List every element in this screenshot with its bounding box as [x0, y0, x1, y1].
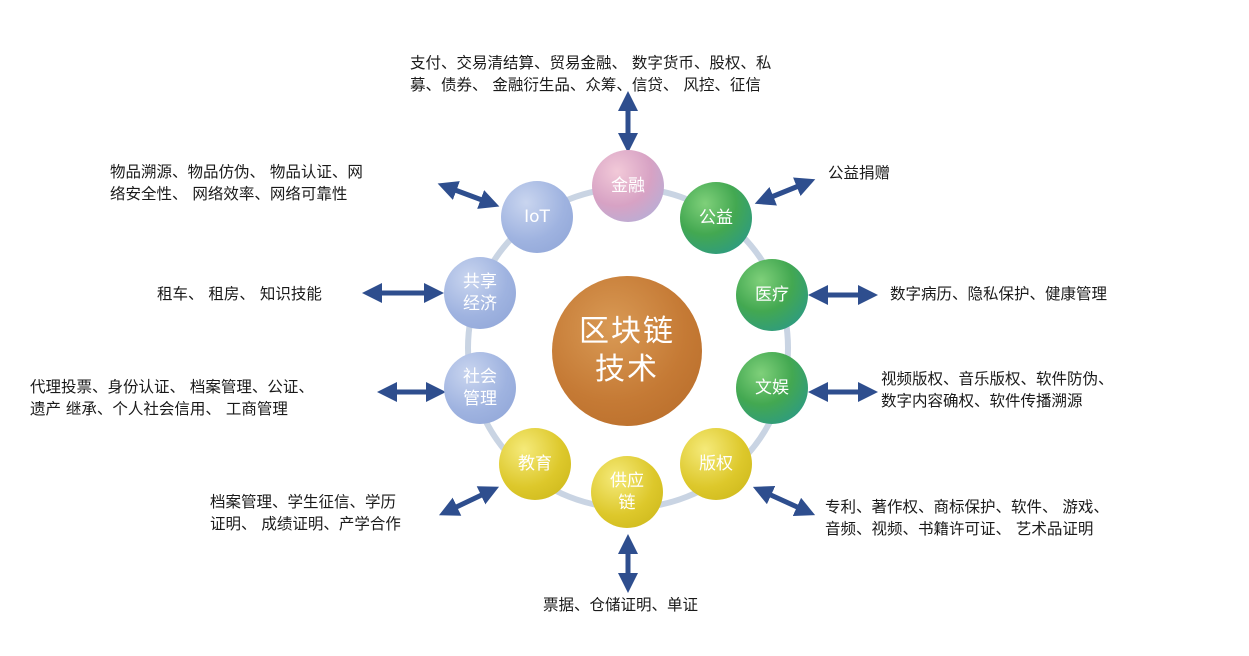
- arrow-copyright: [752, 486, 816, 516]
- desc-welfare: 公益捐赠: [828, 164, 891, 182]
- node-iot: IoT: [501, 181, 573, 253]
- desc-copyright: 专利、著作权、商标保护、软件、 游戏、 音频、视频、书籍许可证、 艺术品证明: [825, 498, 1109, 538]
- desc-culture: 视频版权、音乐版权、软件防伪、 数字内容确权、软件传播溯源: [881, 370, 1114, 410]
- desc-supply: 票据、仓储证明、单证: [543, 596, 699, 614]
- desc-finance: 支付、交易清结算、贸易金融、 数字货币、股权、私 募、债券、 金融衍生品、众筹、…: [410, 54, 772, 94]
- node-copyright: 版权: [680, 428, 752, 500]
- node-welfare: 公益: [680, 182, 752, 254]
- desc-education: 档案管理、学生征信、学历 证明、 成绩证明、产学合作: [210, 493, 401, 533]
- node-sharing: 共享 经济: [444, 257, 516, 329]
- node-social: 社会 管理: [444, 352, 516, 424]
- arrow-iot: [437, 181, 500, 209]
- node-medical: 医疗: [736, 259, 808, 331]
- desc-iot: 物品溯源、物品仿伪、 物品认证、网 络安全性、 网络效率、网络可靠性: [110, 163, 363, 203]
- desc-sharing: 租车、 租房、 知识技能: [157, 285, 322, 303]
- arrow-education: [438, 486, 500, 516]
- desc-medical: 数字病历、隐私保护、健康管理: [890, 285, 1108, 303]
- desc-social: 代理投票、身份认证、 档案管理、公证、 遗产 继承、个人社会信用、 工商管理: [30, 378, 314, 418]
- arrow-welfare: [754, 177, 816, 206]
- node-finance: 金融: [592, 150, 664, 222]
- node-education: 教育: [499, 428, 571, 500]
- node-supply: 供应 链: [591, 456, 663, 528]
- center-node: 区块链 技术: [552, 276, 702, 426]
- node-culture: 文娱: [736, 352, 808, 424]
